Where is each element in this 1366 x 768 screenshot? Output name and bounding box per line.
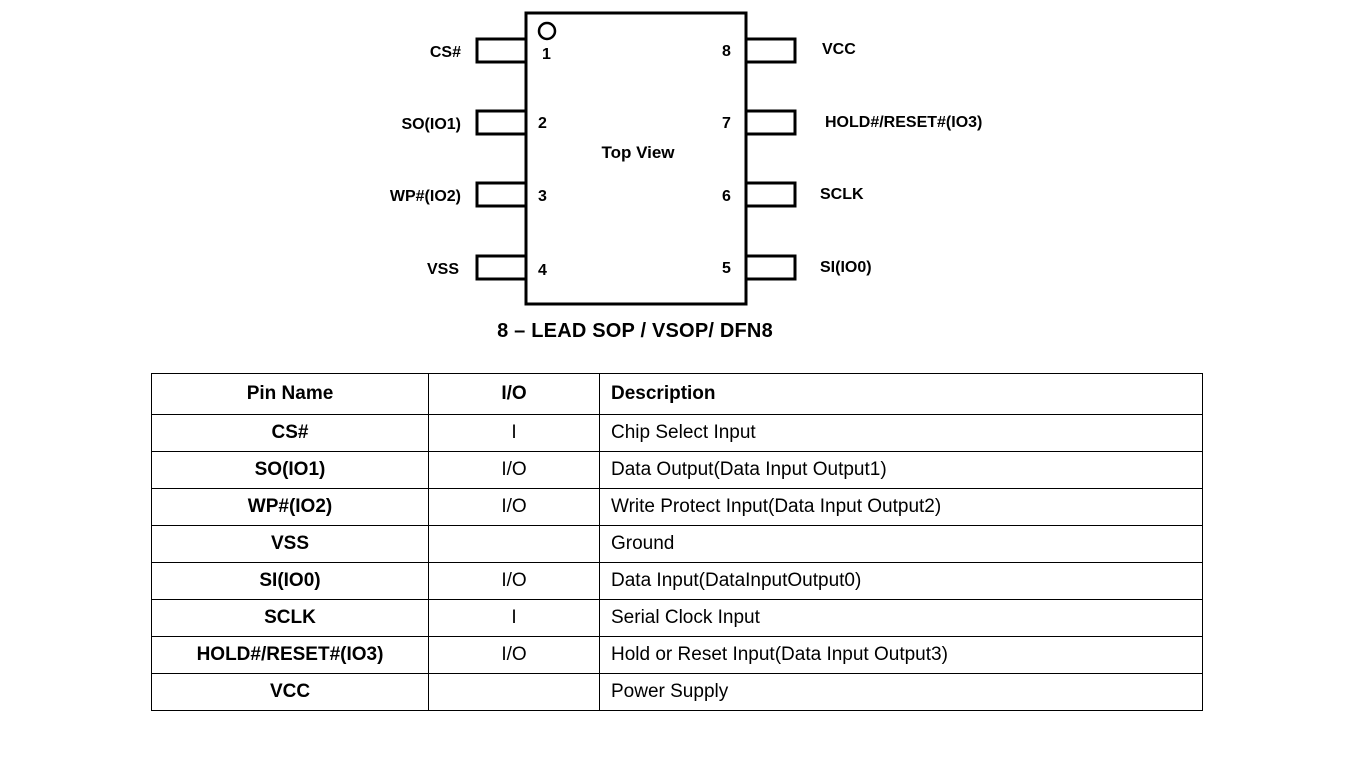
table-row: WP#(IO2) I/O Write Protect Input(Data In… [151, 488, 1203, 526]
pin-lead-2 [475, 109, 528, 136]
pin-lead-8 [744, 37, 797, 64]
pin-number-7: 7 [722, 115, 731, 132]
cell-pin-name: VSS [151, 525, 429, 563]
cell-description: Write Protect Input(Data Input Output2) [599, 488, 1203, 526]
pin-lead-5 [744, 254, 797, 281]
cell-description: Chip Select Input [599, 414, 1203, 452]
table-row: SCLK I Serial Clock Input [151, 599, 1203, 637]
pin-lead-4 [475, 254, 528, 281]
cell-pin-name: WP#(IO2) [151, 488, 429, 526]
pin-label-2: SO(IO1) [401, 116, 461, 133]
pin-label-1: CS# [430, 44, 461, 61]
table-row: HOLD#/RESET#(IO3) I/O Hold or Reset Inpu… [151, 636, 1203, 674]
cell-description: Ground [599, 525, 1203, 563]
table-row: VSS Ground [151, 525, 1203, 563]
pin-number-2: 2 [538, 115, 547, 132]
table-row: CS# I Chip Select Input [151, 414, 1203, 452]
cell-pin-name: HOLD#/RESET#(IO3) [151, 636, 429, 674]
top-view-label: Top View [601, 143, 675, 162]
cell-pin-name: SCLK [151, 599, 429, 637]
pin-number-5: 5 [722, 260, 731, 277]
cell-description: Data Output(Data Input Output1) [599, 451, 1203, 489]
header-description: Description [599, 373, 1203, 415]
cell-io [428, 525, 600, 563]
pin-lead-1 [475, 37, 528, 64]
pin-label-8: VCC [822, 41, 856, 58]
cell-io: I [428, 414, 600, 452]
cell-description: Data Input(DataInputOutput0) [599, 562, 1203, 600]
pin-label-3: WP#(IO2) [390, 188, 461, 205]
table-row: SI(IO0) I/O Data Input(DataInputOutput0) [151, 562, 1203, 600]
cell-io [428, 673, 600, 711]
pin-label-4: VSS [427, 261, 459, 278]
cell-io: I/O [428, 488, 600, 526]
cell-io: I [428, 599, 600, 637]
cell-description: Hold or Reset Input(Data Input Output3) [599, 636, 1203, 674]
table-row: SO(IO1) I/O Data Output(Data Input Outpu… [151, 451, 1203, 489]
pin-number-1: 1 [542, 46, 551, 63]
cell-io: I/O [428, 562, 600, 600]
pin-label-6: SCLK [820, 186, 864, 203]
package-caption: 8 – LEAD SOP / VSOP/ DFN8 [497, 320, 773, 342]
header-pin-name: Pin Name [151, 373, 429, 415]
cell-io: I/O [428, 636, 600, 674]
cell-description: Power Supply [599, 673, 1203, 711]
cell-pin-name: CS# [151, 414, 429, 452]
cell-io: I/O [428, 451, 600, 489]
cell-pin-name: SI(IO0) [151, 562, 429, 600]
chip-pinout-diagram: CS# SO(IO1) WP#(IO2) VSS 1 2 3 4 8 7 6 5… [390, 11, 982, 306]
pin-number-6: 6 [722, 188, 731, 205]
pin-lead-6 [744, 181, 797, 208]
table-row: VCC Power Supply [151, 673, 1203, 711]
pin-label-5: SI(IO0) [820, 259, 872, 276]
pin-number-3: 3 [538, 188, 547, 205]
pin-number-4: 4 [538, 262, 547, 279]
pin-lead-3 [475, 181, 528, 208]
pin1-marker-dot [537, 21, 557, 41]
pin-lead-7 [744, 109, 797, 136]
chip-body [524, 11, 748, 306]
pin-description-table: Pin Name I/O Description CS# I Chip Sele… [151, 373, 1203, 711]
pin-number-8: 8 [722, 43, 731, 60]
cell-pin-name: VCC [151, 673, 429, 711]
pin-label-7: HOLD#/RESET#(IO3) [825, 114, 982, 131]
cell-description: Serial Clock Input [599, 599, 1203, 637]
cell-pin-name: SO(IO1) [151, 451, 429, 489]
table-header-row: Pin Name I/O Description [151, 373, 1203, 415]
header-io: I/O [428, 373, 600, 415]
